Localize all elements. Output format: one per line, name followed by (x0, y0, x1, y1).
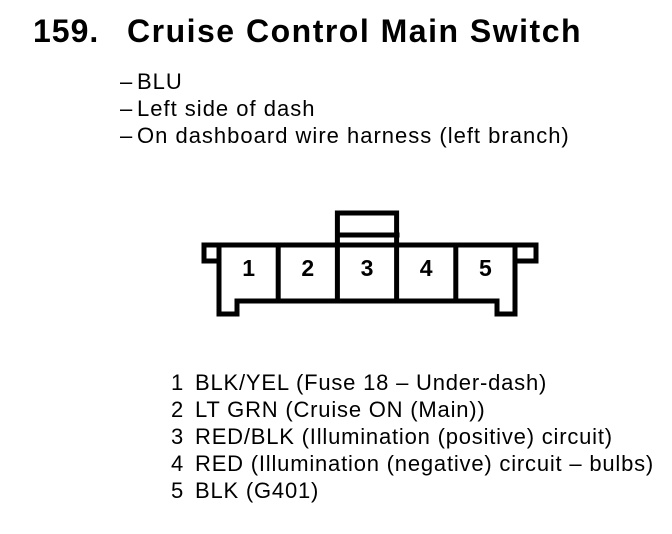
pin-cell-label: 4 (420, 255, 433, 281)
connector-diagram: 1 2 3 4 5 (199, 205, 541, 320)
pinout-row: 1 BLK/YEL (Fuse 18 – Under-dash) (171, 369, 654, 396)
note-text: Left side of dash (137, 96, 316, 121)
pin-cell-label: 3 (361, 255, 374, 281)
pinout-row: 2 LT GRN (Cruise ON (Main)) (171, 396, 654, 423)
pin-cell-label: 5 (479, 255, 492, 281)
connector-tab (334, 210, 400, 248)
pin-description: RED/BLK (Illumination (positive) circuit… (195, 424, 613, 449)
pin-description: LT GRN (Cruise ON (Main)) (195, 397, 486, 422)
pinout-list: 1 BLK/YEL (Fuse 18 – Under-dash) 2 LT GR… (171, 369, 654, 504)
note-line: –BLU (120, 68, 570, 95)
page-title: Cruise Control Main Switch (127, 13, 583, 49)
pin-number: 1 (171, 370, 185, 395)
pinout-row: 4 RED (Illumination (negative) circuit –… (171, 450, 654, 477)
bullet-dash: – (120, 69, 134, 94)
pin-number: 5 (171, 478, 185, 503)
note-line: –On dashboard wire harness (left branch) (120, 122, 570, 149)
pin-number: 2 (171, 397, 185, 422)
pin-description: BLK (G401) (195, 478, 320, 503)
connector-svg: 1 2 3 4 5 (201, 210, 539, 317)
note-line: –Left side of dash (120, 95, 570, 122)
pin-cell-label: 2 (301, 255, 314, 281)
location-notes: –BLU –Left side of dash –On dashboard wi… (120, 68, 570, 149)
pin-cell-label: 1 (242, 255, 255, 281)
note-text: On dashboard wire harness (left branch) (137, 123, 570, 148)
item-number: 159. (33, 13, 100, 49)
pin-description: BLK/YEL (Fuse 18 – Under-dash) (195, 370, 548, 395)
pin-number: 4 (171, 451, 185, 476)
pinout-row: 5 BLK (G401) (171, 477, 654, 504)
pinout-row: 3 RED/BLK (Illumination (positive) circu… (171, 423, 654, 450)
bullet-dash: – (120, 96, 134, 121)
pin-number: 3 (171, 424, 185, 449)
bullet-dash: – (120, 123, 134, 148)
pin-description: RED (Illumination (negative) circuit – b… (195, 451, 655, 476)
note-text: BLU (137, 69, 183, 94)
